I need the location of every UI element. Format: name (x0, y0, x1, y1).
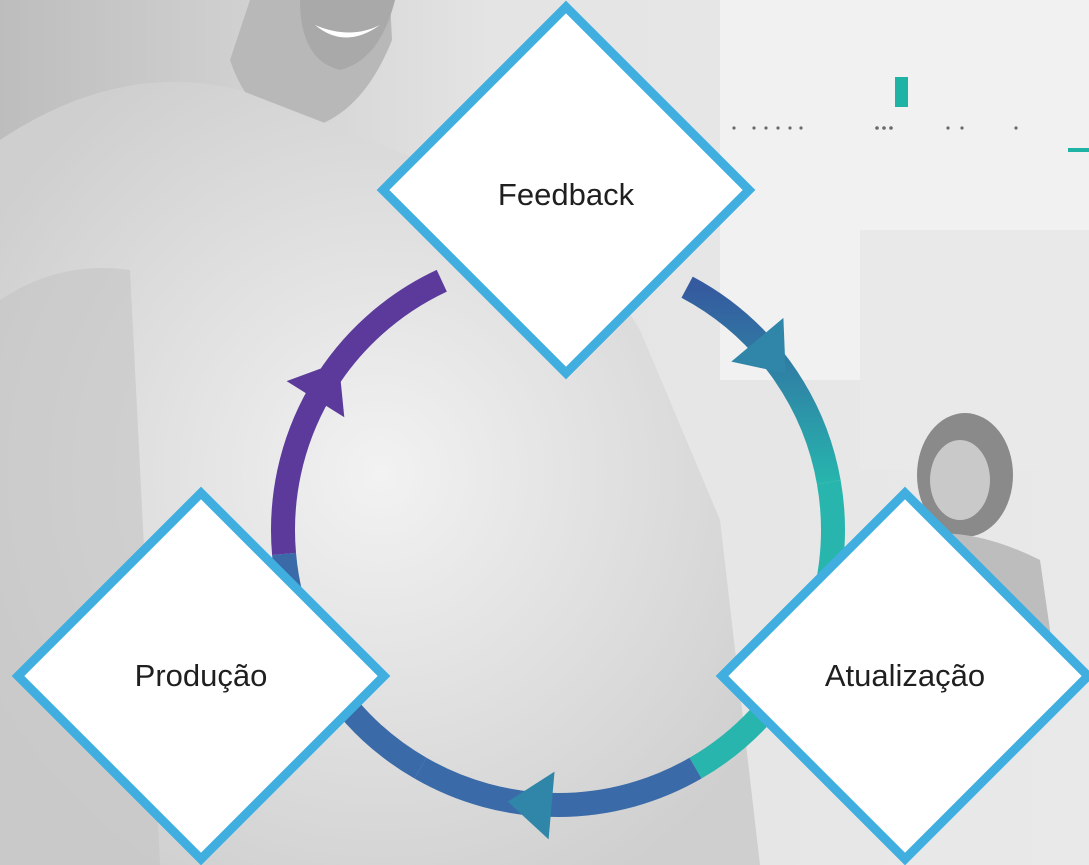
node-diamond-producao (11, 486, 391, 865)
node-label-producao: Produção (134, 658, 268, 693)
ring-arc-bottom (414, 757, 702, 817)
node-label-feedback: Feedback (497, 177, 635, 212)
decorative-dots (732, 126, 1018, 130)
accent-underline (1068, 148, 1089, 152)
node-label-atualizacao: Atualização (824, 658, 986, 693)
accent-bar (895, 77, 908, 107)
arrowhead-to-producao (507, 771, 555, 840)
node-diamond-atualizacao (715, 486, 1089, 865)
arrowhead-to-feedback (286, 361, 345, 418)
cycle-nodes (11, 0, 1089, 865)
node-diamond-feedback (376, 0, 756, 380)
arrowhead-to-atualizacao (731, 317, 786, 374)
